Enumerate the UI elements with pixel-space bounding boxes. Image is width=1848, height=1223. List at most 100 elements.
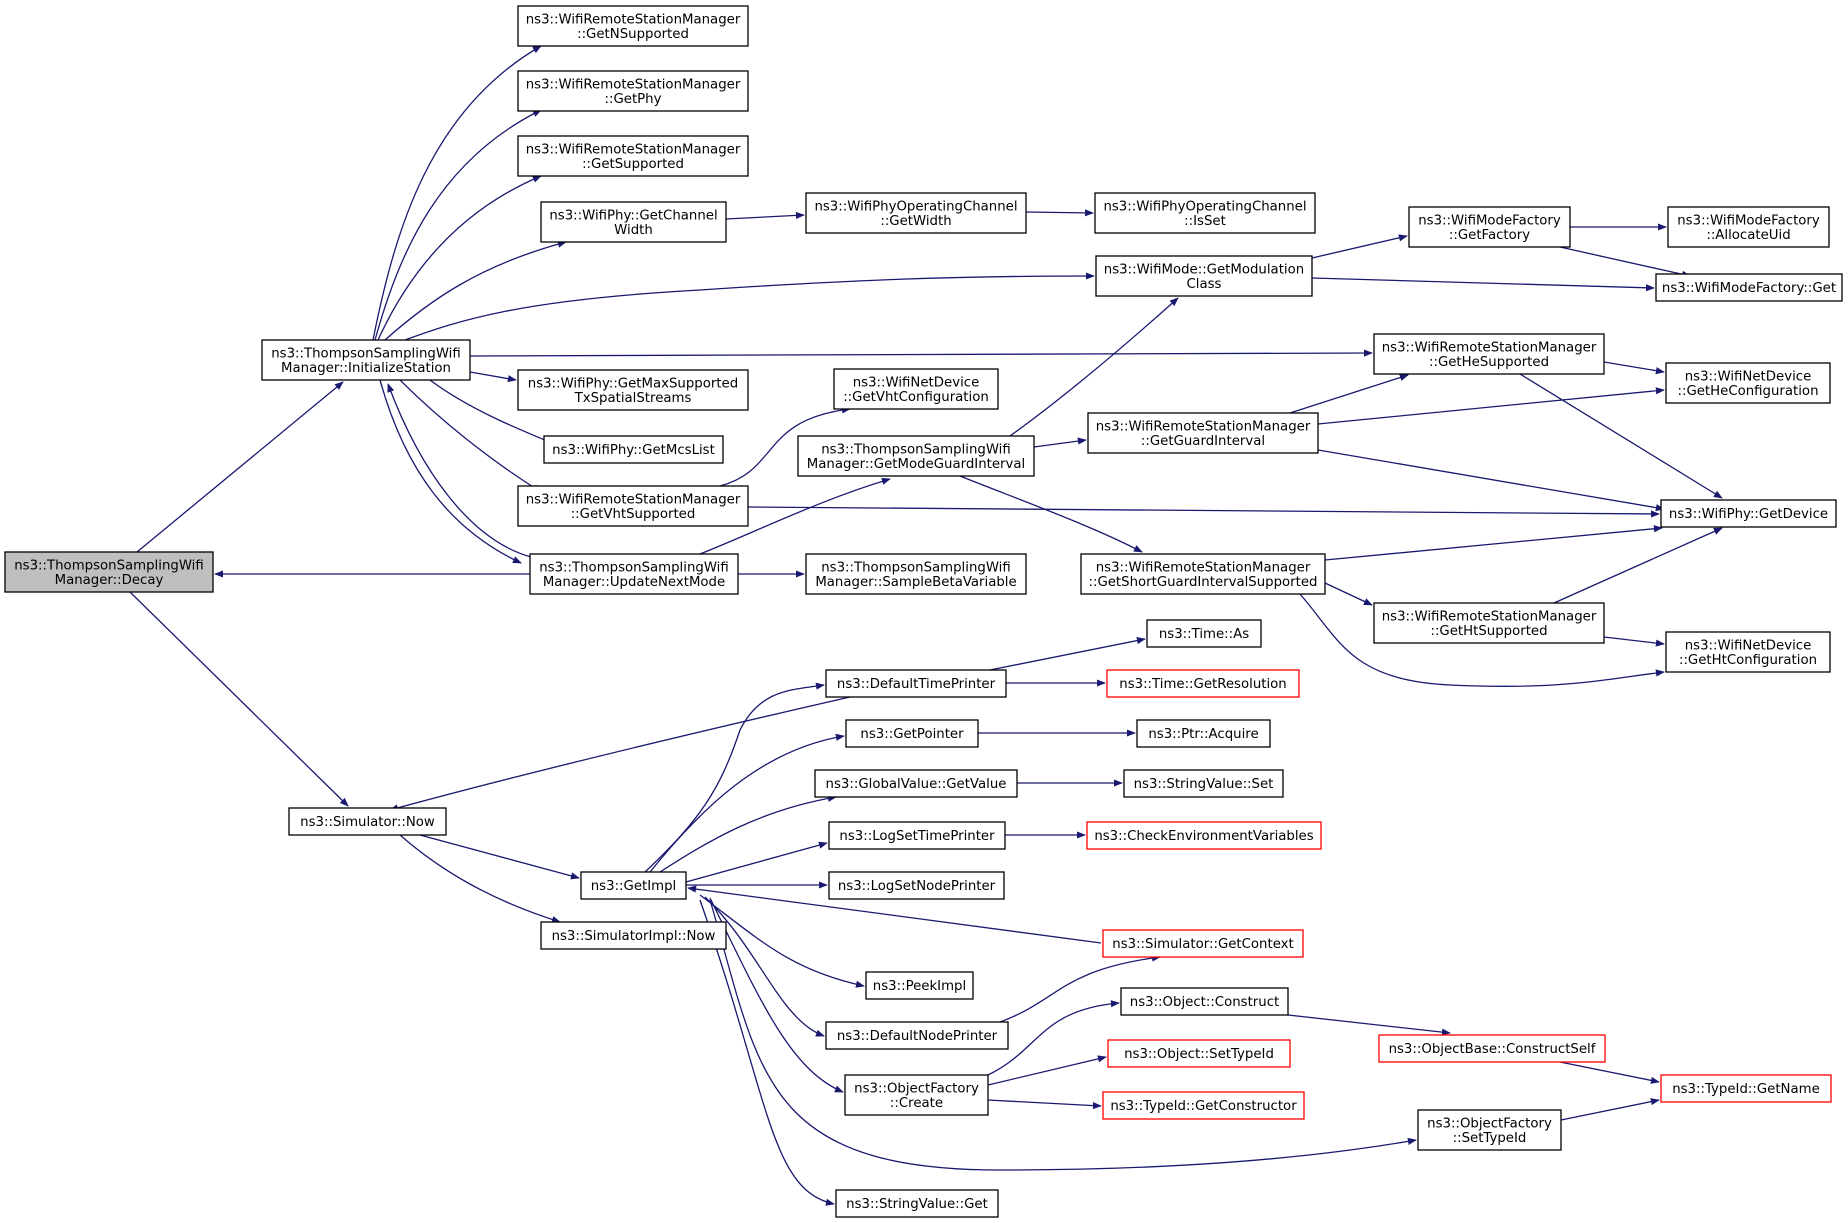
node-getphy[interactable]: ns3::WifiRemoteStationManager::GetPhy — [517, 70, 749, 112]
node-getimpl[interactable]: ns3::GetImpl — [580, 871, 687, 900]
edge-simnow-to-simimplnow — [399, 834, 561, 924]
edge-getimpl-to-objfactorycreate — [709, 897, 844, 1093]
node-getmcslist[interactable]: ns3::WifiPhy::GetMcsList — [543, 435, 724, 464]
node-box — [1087, 412, 1319, 454]
node-objconstruct[interactable]: ns3::Object::Construct — [1120, 987, 1289, 1016]
node-modefactoryget[interactable]: ns3::WifiModeFactory::GetFactory — [1408, 206, 1571, 248]
node-gethtconfig[interactable]: ns3::WifiNetDevice::GetHtConfiguration — [1665, 631, 1831, 673]
edge-getvhtsupported-to-getvhtconfig — [719, 406, 851, 487]
node-label-line: ns3::WifiRemoteStationManager — [1382, 609, 1597, 624]
node-label-line: ns3::WifiNetDevice — [1685, 638, 1812, 653]
node-checkenv[interactable]: ns3::CheckEnvironmentVariables — [1086, 821, 1322, 850]
edge-initstation-to-getheSupported — [469, 349, 1373, 357]
node-box — [540, 921, 727, 950]
node-simgetcontext[interactable]: ns3::Simulator::GetContext — [1102, 929, 1304, 958]
node-box — [1373, 602, 1605, 644]
node-defaulttimeprinter[interactable]: ns3::DefaultTimePrinter — [825, 669, 1007, 698]
node-objfactsettypeid[interactable]: ns3::ObjectFactory::SetTypeId — [1417, 1109, 1562, 1151]
node-gethtsupported[interactable]: ns3::WifiRemoteStationManager::GetHtSupp… — [1373, 602, 1605, 644]
edge-defaultnodeprinter-to-simgetcontext — [999, 954, 1161, 1023]
node-box — [1123, 769, 1284, 798]
node-label-line: ns3::WifiMode::GetModulation — [1104, 262, 1304, 277]
node-allocateuid[interactable]: ns3::WifiModeFactory::AllocateUid — [1667, 206, 1830, 248]
node-typeidgetctor[interactable]: ns3::TypeId::GetConstructor — [1102, 1091, 1305, 1120]
node-getvhtconfig[interactable]: ns3::WifiNetDevice::GetVhtConfiguration — [833, 368, 999, 410]
edge-gethtsupported-to-gethtconfig — [1603, 636, 1665, 647]
node-globalgetvalue[interactable]: ns3::GlobalValue::GetValue — [814, 769, 1018, 798]
node-label-line: ns3::ObjectBase::ConstructSelf — [1389, 1042, 1596, 1057]
node-box — [835, 1189, 999, 1218]
node-getshortgi[interactable]: ns3::WifiRemoteStationManager::GetShortG… — [1080, 553, 1326, 595]
node-stringvalueset[interactable]: ns3::StringValue::Set — [1123, 769, 1284, 798]
node-label-line: ::GetWidth — [880, 214, 951, 229]
node-getpointer[interactable]: ns3::GetPointer — [845, 719, 979, 748]
edge-decay-to-simnow — [129, 591, 349, 807]
node-label-line: ::AllocateUid — [1706, 228, 1790, 243]
node-getmaxsupported[interactable]: ns3::WifiPhy::GetMaxSupportedTxSpatialSt… — [517, 369, 749, 411]
node-label-line: ns3::ObjectFactory — [854, 1081, 979, 1096]
node-box — [1080, 553, 1326, 595]
node-label-line: ns3::GetPointer — [860, 727, 964, 742]
node-opchanisset[interactable]: ns3::WifiPhyOperatingChannel::IsSet — [1094, 192, 1316, 234]
node-getheSupported[interactable]: ns3::WifiRemoteStationManager::GetHeSupp… — [1373, 333, 1605, 375]
node-ptracquire[interactable]: ns3::Ptr::Acquire — [1136, 719, 1271, 748]
edge-getmodeguard-to-getguardinterval — [1033, 437, 1087, 448]
node-phygetdevice[interactable]: ns3::WifiPhy::GetDevice — [1660, 499, 1837, 528]
edge-initstation-to-getphy — [374, 109, 542, 341]
node-peekimpl[interactable]: ns3::PeekImpl — [865, 971, 974, 1000]
edge-objfactsettypeid-to-typeidgetname — [1560, 1098, 1660, 1121]
node-logsettimeprinter[interactable]: ns3::LogSetTimePrinter — [828, 821, 1006, 850]
node-logsetnodeprinter[interactable]: ns3::LogSetNodePrinter — [828, 871, 1005, 900]
node-box — [845, 719, 979, 748]
edge-getmodeguard-to-getshortgi — [959, 475, 1143, 553]
node-getmodeguard[interactable]: ns3::ThompsonSamplingWifiManager::GetMod… — [797, 435, 1035, 477]
node-getsupported[interactable]: ns3::WifiRemoteStationManager::GetSuppor… — [517, 135, 749, 177]
node-objsettypeid[interactable]: ns3::Object::SetTypeId — [1107, 1039, 1291, 1068]
node-getnsupported[interactable]: ns3::WifiRemoteStationManager::GetNSuppo… — [517, 5, 749, 47]
node-box — [1660, 499, 1837, 528]
node-label-line: ns3::WifiRemoteStationManager — [1096, 560, 1311, 575]
node-simnow[interactable]: ns3::Simulator::Now — [288, 807, 447, 836]
node-label-line: ns3::GlobalValue::GetValue — [826, 777, 1007, 792]
node-getvhtsupported[interactable]: ns3::WifiRemoteStationManager::GetVhtSup… — [517, 485, 749, 527]
node-label-line: ns3::Object::Construct — [1130, 995, 1279, 1010]
node-objfactorycreate[interactable]: ns3::ObjectFactory::Create — [844, 1074, 989, 1116]
edge-getimpl-to-defaultnodeprinter — [704, 896, 825, 1037]
node-box — [1655, 273, 1843, 302]
node-label-line: ns3::ObjectFactory — [1427, 1116, 1552, 1131]
node-label-line: ::Create — [890, 1096, 943, 1111]
node-constructself[interactable]: ns3::ObjectBase::ConstructSelf — [1378, 1034, 1606, 1063]
nodes-layer: ns3::ThompsonSamplingWifiManager::Decayn… — [4, 5, 1843, 1218]
node-label-line: ns3::GetImpl — [591, 879, 676, 894]
node-updatenextmode[interactable]: ns3::ThompsonSamplingWifiManager::Update… — [529, 553, 739, 595]
node-box — [1094, 192, 1316, 234]
node-opchanwidth[interactable]: ns3::WifiPhyOperatingChannel::GetWidth — [805, 192, 1027, 234]
node-label-line: ns3::WifiPhy::GetChannel — [549, 208, 717, 223]
node-box — [1660, 1074, 1832, 1103]
node-timeas[interactable]: ns3::Time::As — [1146, 619, 1262, 648]
edge-getheSupported-to-getheconfig — [1603, 361, 1665, 375]
node-defaultnodeprinter[interactable]: ns3::DefaultNodePrinter — [825, 1021, 1009, 1050]
node-timegetres[interactable]: ns3::Time::GetResolution — [1106, 669, 1300, 698]
node-wifimodefactoryget[interactable]: ns3::WifiModeFactory::Get — [1655, 273, 1843, 302]
node-box — [517, 70, 749, 112]
edge-getimpl-to-logsettimeprinter — [685, 841, 828, 883]
node-getguardinterval[interactable]: ns3::WifiRemoteStationManager::GetGuardI… — [1087, 412, 1319, 454]
edge-opchanwidth-to-opchanisset — [1025, 209, 1094, 217]
node-stringvalueget[interactable]: ns3::StringValue::Get — [835, 1189, 999, 1218]
node-box — [517, 369, 749, 411]
node-label-line: ns3::TypeId::GetConstructor — [1110, 1099, 1297, 1114]
node-typeidgetname[interactable]: ns3::TypeId::GetName — [1660, 1074, 1832, 1103]
node-label-line: ns3::ThompsonSamplingWifi — [271, 346, 461, 361]
node-label-line: ns3::WifiPhyOperatingChannel — [814, 199, 1017, 214]
node-getheconfig[interactable]: ns3::WifiNetDevice::GetHeConfiguration — [1665, 362, 1831, 404]
node-label-line: ns3::CheckEnvironmentVariables — [1094, 829, 1313, 844]
node-samplebeta[interactable]: ns3::ThompsonSamplingWifiManager::Sample… — [805, 553, 1027, 595]
node-initstation[interactable]: ns3::ThompsonSamplingWifiManager::Initia… — [261, 339, 471, 381]
node-box — [580, 871, 687, 900]
node-simimplnow[interactable]: ns3::SimulatorImpl::Now — [540, 921, 727, 950]
node-label-line: ns3::WifiRemoteStationManager — [1382, 340, 1597, 355]
